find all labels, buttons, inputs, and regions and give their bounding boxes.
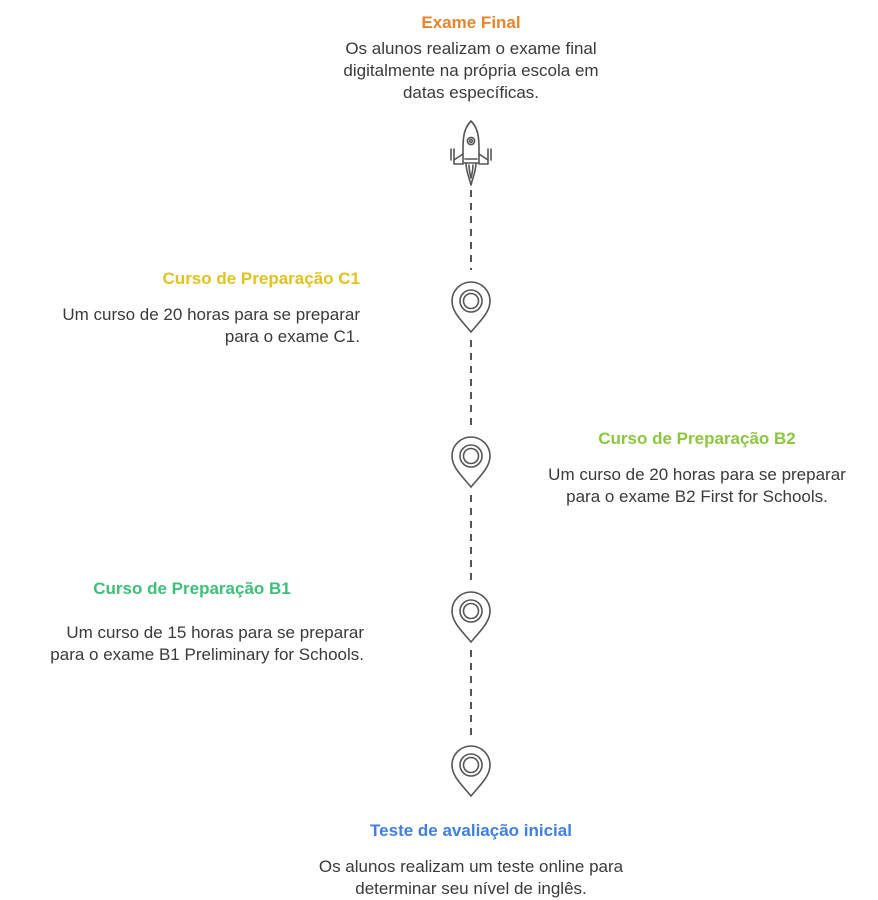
step-title: Curso de Preparação B1 — [93, 579, 291, 598]
step-description-line: digitalmente na própria escola em — [343, 61, 599, 80]
step-curso-b1: Curso de Preparação B1 Um curso de 15 ho… — [0, 578, 364, 666]
rocket-icon — [450, 120, 492, 186]
step-description-line: para o exame B2 First for Schools. — [566, 487, 828, 506]
step-title: Exame Final — [421, 13, 521, 32]
step-description-line: Um curso de 20 horas para se preparar — [548, 465, 846, 484]
location-pin-icon — [451, 745, 491, 798]
step-title: Curso de Preparação B2 — [598, 429, 796, 448]
location-pin-icon — [451, 591, 491, 644]
step-curso-c1: Curso de Preparação C1 Um curso de 20 ho… — [0, 268, 360, 348]
step-description-line: para o exame B1 Preliminary for Schools. — [50, 645, 364, 664]
step-teste-inicial: Teste de avaliação inicial Os alunos rea… — [271, 820, 671, 900]
step-exame-final: Exame Final Os alunos realizam o exame f… — [271, 12, 671, 104]
step-curso-b2: Curso de Preparação B2 Um curso de 20 ho… — [532, 428, 862, 508]
step-description-line: datas específicas. — [402, 83, 540, 102]
location-pin-icon — [451, 281, 491, 334]
step-description-line: para o exame C1. — [224, 327, 360, 346]
step-description-line: Um curso de 20 horas para se preparar — [62, 305, 360, 324]
step-description-line: Um curso de 15 horas para se preparar — [66, 623, 364, 642]
step-description-line: Os alunos realizam o exame final — [345, 39, 597, 58]
step-title: Teste de avaliação inicial — [370, 821, 572, 840]
step-description-line: determinar seu nível de inglês. — [355, 879, 587, 898]
step-description-line: Os alunos realizam um teste online para — [318, 857, 624, 876]
step-title: Curso de Preparação C1 — [162, 269, 360, 288]
location-pin-icon — [451, 436, 491, 489]
